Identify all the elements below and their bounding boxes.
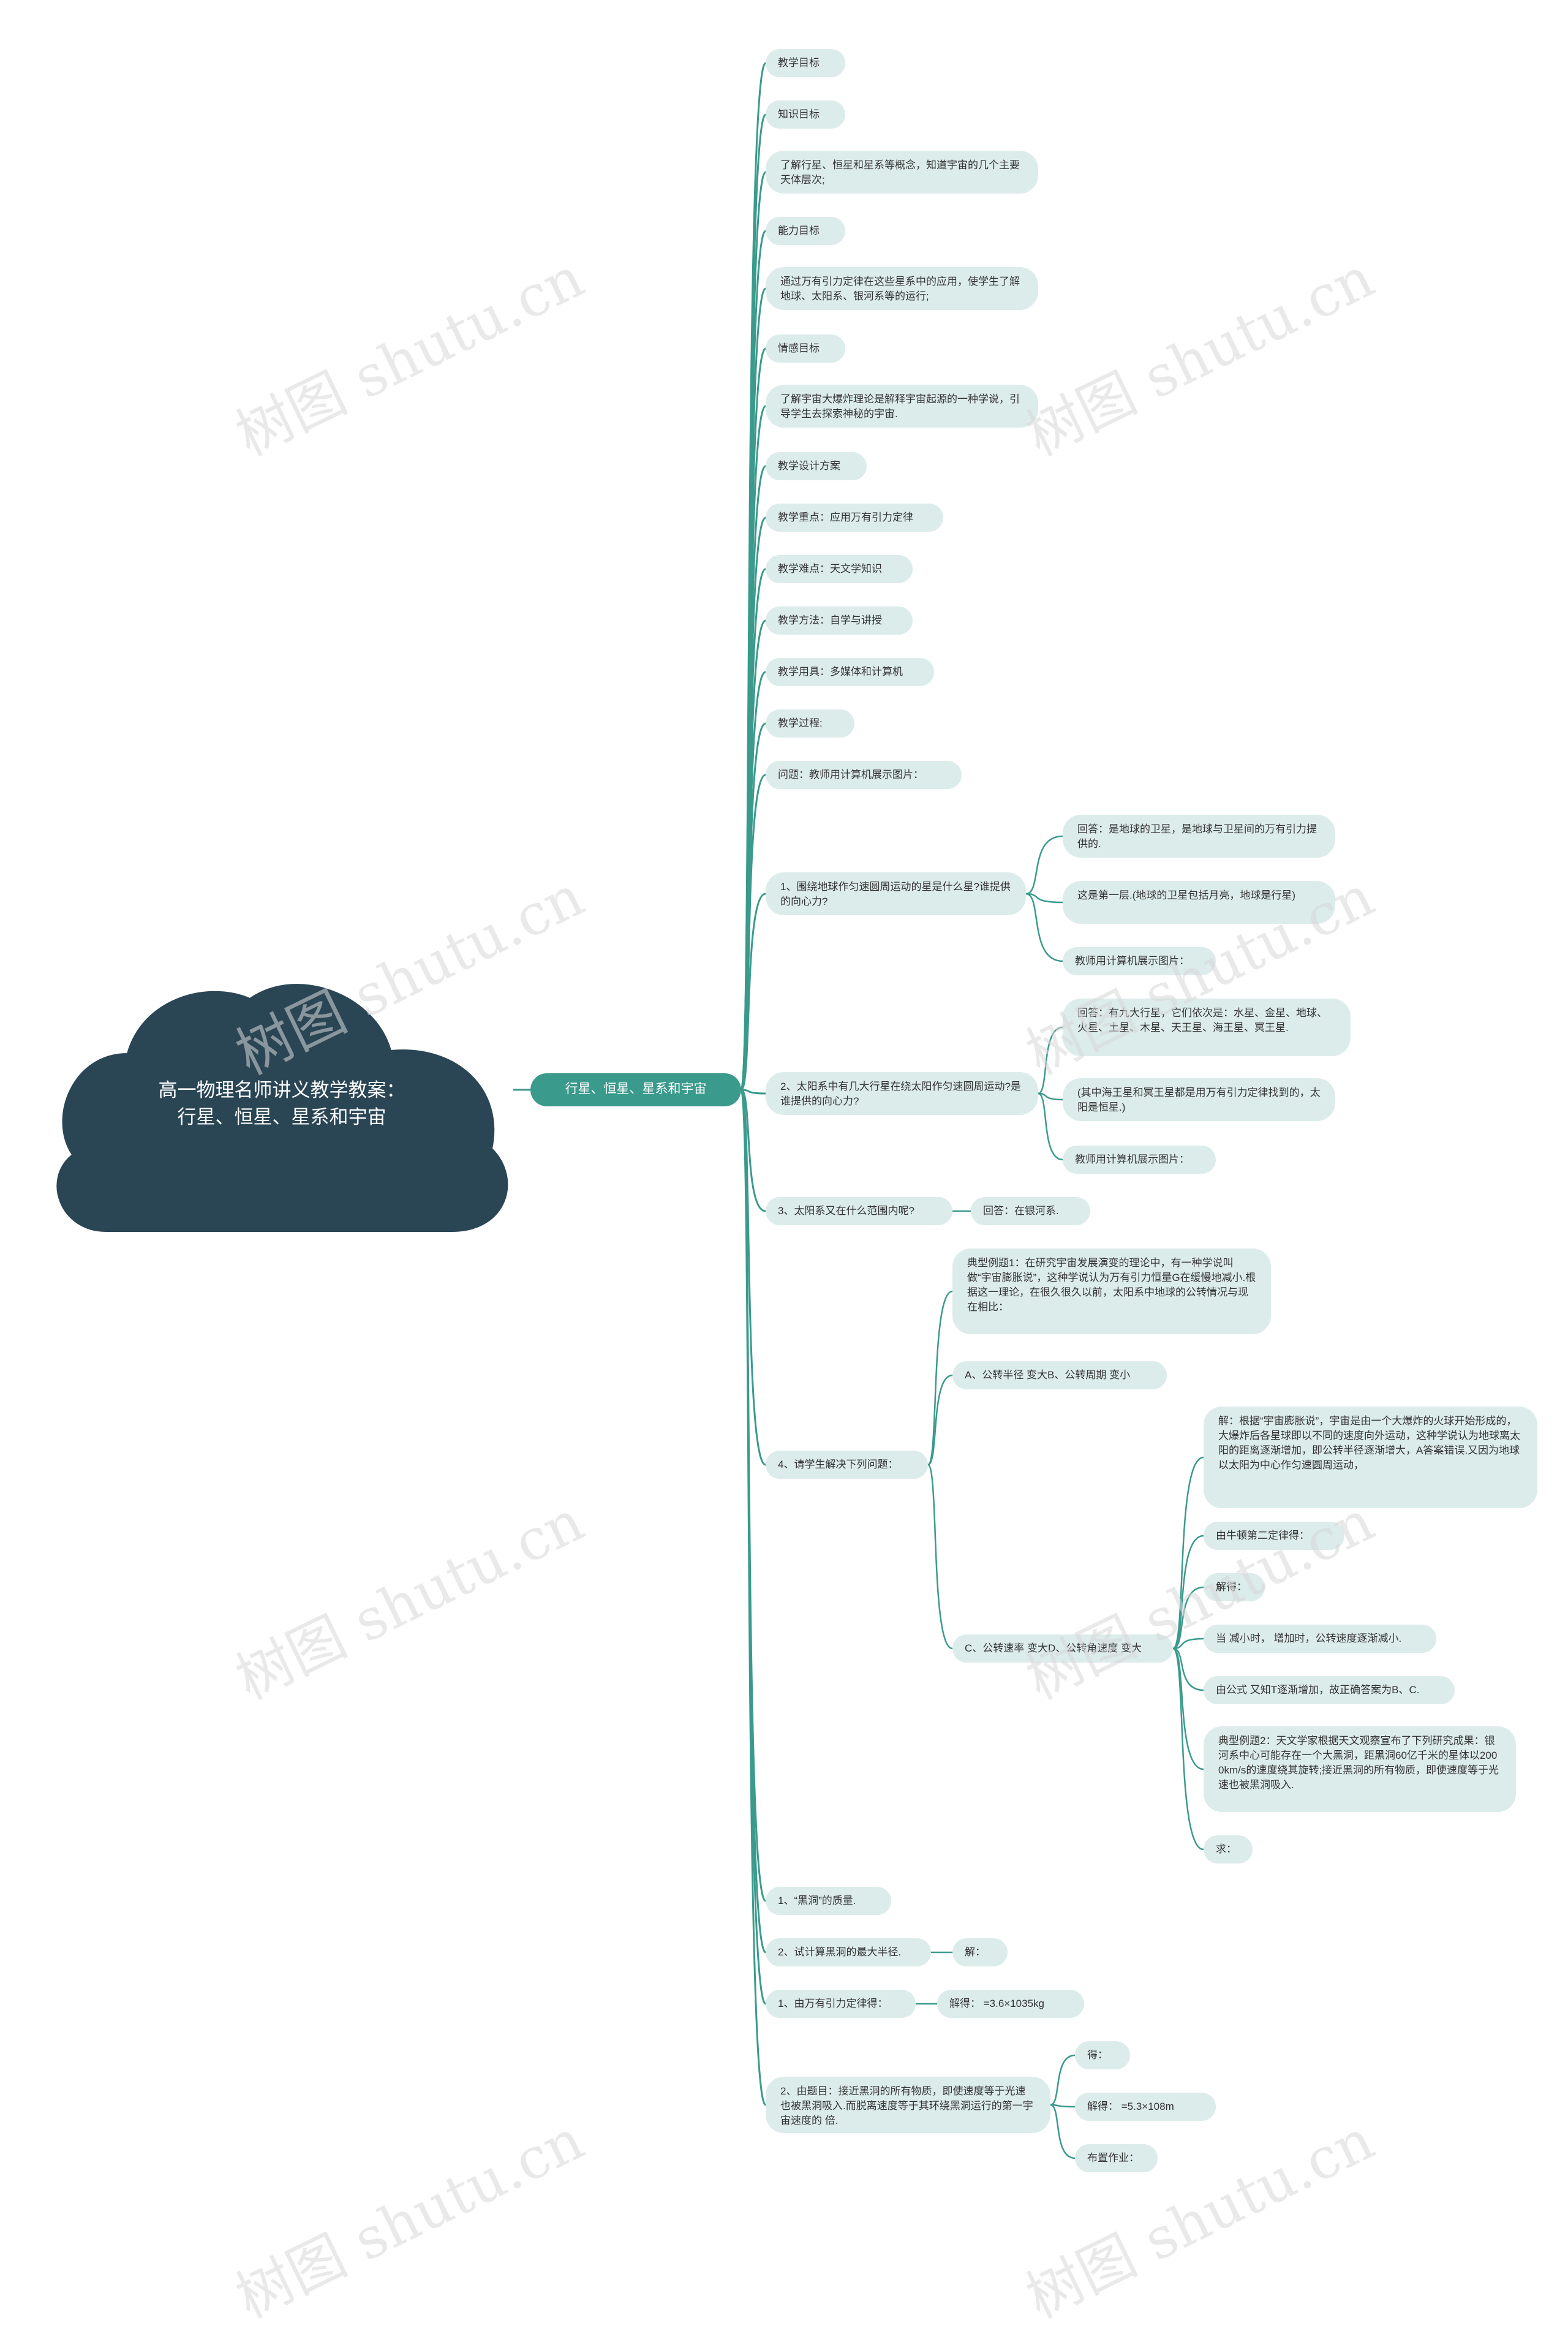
node-speed-decrease[interactable]: 当 减小时， 增加时，公转速度逐渐减小.	[1204, 1625, 1436, 1653]
node-question-4[interactable]: 4、请学生解决下列问题：	[766, 1451, 928, 1479]
node-question-2-answer[interactable]: 回答：有九大行星，它们依次是：水星、金星、地球、火星、土星、木星、天王星、海王星…	[1063, 999, 1351, 1056]
connector	[1050, 2054, 1076, 2106]
connector	[927, 1463, 953, 1650]
connector	[1038, 1092, 1063, 1101]
connector-lines	[513, 62, 1204, 2159]
node-knowledge-content[interactable]: 了解行星、恒星和星系等概念，知道宇宙的几个主要天体层次;	[766, 151, 1038, 194]
node-get[interactable]: 得：	[1075, 2041, 1130, 2069]
root-node[interactable]: 高一物理名师讲义教学教案：行星、恒星、星系和宇宙	[158, 1079, 405, 1128]
node-escape-velocity[interactable]: 2、由题目：接近黑洞的所有物质，即使速度等于光速也被黑洞吸入.而脱离速度等于其环…	[766, 2077, 1050, 2133]
connector	[927, 1374, 953, 1466]
node-emotion-goals[interactable]: 情感目标	[766, 334, 845, 363]
node-solve[interactable]: 解得：	[1204, 1573, 1265, 1601]
node-question-1-answer[interactable]: 回答：是地球的卫星，是地球与卫星间的万有引力提供的.	[1063, 815, 1335, 858]
node-blackhole-mass[interactable]: 1、“黑洞”的质量.	[766, 1887, 891, 1915]
node-newton-law[interactable]: 由牛顿第二定律得：	[1204, 1522, 1344, 1550]
node-answer-bc[interactable]: 由公式 又知T逐渐增加，故正确答案为B、C.	[1204, 1676, 1455, 1704]
connector	[740, 1089, 767, 2005]
connector	[741, 1089, 766, 1095]
node-radius-result[interactable]: 解得： =5.3×108m	[1075, 2093, 1216, 2121]
connector	[1050, 2104, 1076, 2159]
connector	[741, 1089, 766, 1212]
node-ability-goals[interactable]: 能力目标	[766, 217, 845, 245]
node-example-1[interactable]: 典型例题1：在研究宇宙发展演变的理论中，有一种学说叫做“宇宙膨胀说”，这种学说认…	[952, 1248, 1271, 1334]
node-process[interactable]: 教学过程:	[766, 709, 854, 738]
connector	[1172, 1586, 1204, 1650]
connector	[1025, 835, 1063, 895]
connector	[740, 287, 767, 1091]
connector	[1025, 893, 1063, 962]
connector	[1050, 2104, 1076, 2108]
node-mass-result[interactable]: 解得： =3.6×1035kg	[937, 1990, 1084, 2018]
connector	[1172, 1647, 1204, 1770]
node-option-a[interactable]: A、公转半径 变大B、公转周期 变小	[952, 1361, 1167, 1389]
node-knowledge-goals[interactable]: 知识目标	[766, 100, 845, 129]
node-emotion-content[interactable]: 了解宇宙大爆炸理论是解释宇宙起源的一种学说，引导学生去探索神秘的宇宙.	[766, 385, 1038, 428]
node-gravitation-law[interactable]: 1、由万有引力定律得：	[766, 1990, 916, 2018]
connector	[1172, 1647, 1204, 1691]
node-option-c[interactable]: C、公转速率 变大D、公转角速度 变大	[952, 1634, 1173, 1663]
node-method[interactable]: 教学方法：自学与讲授	[766, 606, 913, 635]
node-difficulty[interactable]: 教学难点：天文学知识	[766, 555, 913, 583]
node-blackhole-radius-solve[interactable]: 解：	[952, 1938, 1008, 1966]
node-tools[interactable]: 教学用具：多媒体和计算机	[766, 658, 934, 686]
node-example-2[interactable]: 典型例题2：天文学家根据天文观察宣布了下列研究成果：银河系中心可能存在一个大黑洞…	[1204, 1726, 1516, 1812]
node-question-1[interactable]: 1、围绕地球作匀速圆周运动的星是什么星?谁提供的向心力?	[766, 872, 1026, 915]
connector	[1038, 1026, 1063, 1095]
connector	[927, 1290, 953, 1466]
node-teaching-goals[interactable]: 教学目标	[766, 49, 845, 77]
node-design-plan[interactable]: 教学设计方案	[766, 452, 867, 480]
node-question-intro[interactable]: 问题：教师用计算机展示图片：	[766, 761, 962, 789]
node-question-2[interactable]: 2、太阳系中有几大行星在绕太阳作匀速圆周运动?是谁提供的向心力?	[766, 1072, 1038, 1115]
node-blackhole-radius[interactable]: 2、试计算黑洞的最大半径.	[766, 1938, 931, 1966]
node-question-3-answer[interactable]: 回答：在银河系.	[971, 1197, 1090, 1225]
connector	[1025, 893, 1063, 904]
connector	[740, 1089, 767, 2106]
node-question-1-show[interactable]: 教师用计算机展示图片：	[1063, 947, 1216, 975]
node-key-point[interactable]: 教学重点：应用万有引力定律	[766, 504, 943, 532]
node-ability-content[interactable]: 通过万有引力定律在这些星系中的应用，使学生了解地球、太阳系、银河系等的运行;	[766, 267, 1038, 310]
node-homework[interactable]: 布置作业：	[1075, 2144, 1158, 2172]
node-question-3[interactable]: 3、太阳系又在什么范围内呢?	[766, 1197, 952, 1225]
connector	[1172, 1637, 1204, 1650]
connector	[740, 893, 766, 1091]
connector	[1172, 1647, 1204, 1851]
node-question-2-show[interactable]: 教师用计算机展示图片：	[1063, 1146, 1216, 1174]
branch-node[interactable]: 行星、恒星、星系和宇宙	[530, 1073, 741, 1106]
connector	[1172, 1456, 1204, 1650]
node-question-2-note[interactable]: (其中海王星和冥王星都是用万有引力定律找到的，太阳是恒星.)	[1063, 1078, 1335, 1121]
connector	[1172, 1535, 1204, 1650]
node-question-1-note[interactable]: 这是第一层.(地球的卫星包括月亮，地球是行星)	[1063, 881, 1335, 924]
node-solution-1[interactable]: 解：根据“宇宙膨胀说”，宇宙是由一个大爆炸的火球开始形成的，大爆炸后各星球即以不…	[1204, 1407, 1537, 1508]
connector	[740, 1089, 766, 1466]
mind-map-canvas: 高一物理名师讲义教学教案：行星、恒星、星系和宇宙 行星、恒星、星系和宇宙 教学目…	[56, 49, 1537, 2331]
root-cloud-shape	[56, 984, 508, 1232]
connector	[1038, 1092, 1063, 1161]
node-find[interactable]: 求：	[1204, 1835, 1253, 1864]
